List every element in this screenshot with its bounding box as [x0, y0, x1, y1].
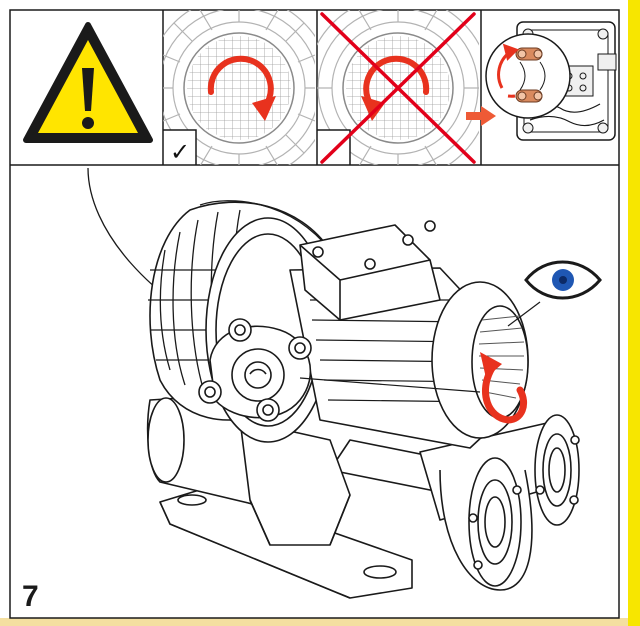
- rotation-arrow-icon: [207, 55, 276, 121]
- eye-icon: [524, 260, 602, 300]
- rotation-arrow-icon: [361, 55, 430, 121]
- wrong-rotation-panel: [317, 10, 479, 165]
- side-bar: [628, 0, 640, 626]
- frame: [9, 9, 620, 619]
- warning-triangle-icon: [23, 22, 153, 143]
- rotation-arrow-icon: [480, 352, 527, 424]
- side-channel-blower: [146, 200, 580, 599]
- correct-rotation-panel: [163, 10, 315, 165]
- terminal-box-panel: [485, 21, 617, 141]
- figure-number: 7: [22, 580, 39, 613]
- arrow-right-icon: [466, 106, 496, 126]
- check-icon: ✓: [170, 138, 190, 166]
- swap-arrows-icon: [497, 43, 519, 98]
- cross-icon: [320, 12, 476, 164]
